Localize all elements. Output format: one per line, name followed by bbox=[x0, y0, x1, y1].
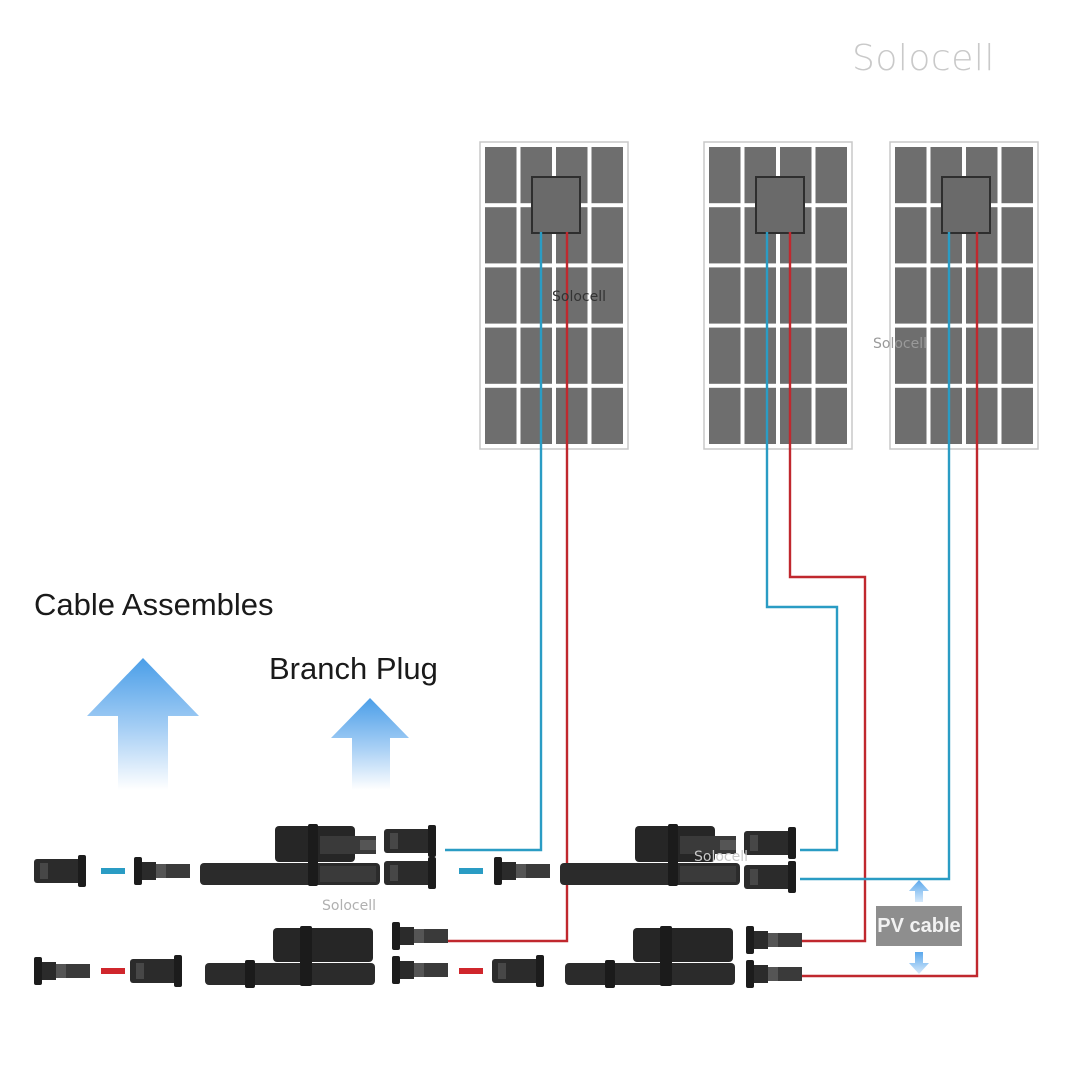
branch-plug-positive bbox=[205, 926, 375, 988]
solar-cell bbox=[815, 267, 847, 324]
solar-cell bbox=[709, 327, 741, 384]
solar-cell bbox=[556, 327, 588, 384]
male-connector bbox=[746, 926, 802, 954]
connectors-positive-row bbox=[34, 922, 802, 988]
junction-box bbox=[755, 176, 805, 234]
solar-panel bbox=[703, 141, 853, 450]
solar-cell bbox=[744, 387, 776, 444]
solar-cell bbox=[895, 147, 927, 204]
pv-cable-up-arrow-icon bbox=[909, 880, 929, 902]
panel3-negative-wire bbox=[800, 232, 951, 881]
branch-plug-negative bbox=[560, 824, 740, 886]
pv-cable-down-arrow-icon bbox=[909, 952, 929, 974]
brand-logo: Solocell bbox=[852, 38, 995, 79]
solar-cell bbox=[780, 267, 812, 324]
male-connector bbox=[746, 960, 802, 988]
solar-cell bbox=[744, 327, 776, 384]
solar-cell bbox=[485, 207, 517, 264]
positive-dash bbox=[459, 968, 483, 974]
solar-cell bbox=[520, 267, 552, 324]
solar-cell bbox=[780, 327, 812, 384]
male-connector bbox=[34, 957, 90, 985]
solar-cell bbox=[556, 267, 588, 324]
solar-cell bbox=[485, 387, 517, 444]
solar-cell bbox=[709, 267, 741, 324]
female-connector bbox=[492, 955, 544, 987]
branch-plug-label: Branch Plug bbox=[269, 651, 438, 686]
positive-dash bbox=[101, 968, 125, 974]
connectors-negative-row bbox=[34, 824, 796, 893]
solar-cell bbox=[520, 387, 552, 444]
female-connector bbox=[744, 827, 796, 859]
male-connector bbox=[134, 857, 190, 885]
panel2-positive-wire bbox=[788, 232, 867, 943]
solar-cell bbox=[485, 267, 517, 324]
solar-cell bbox=[520, 327, 552, 384]
solar-cell bbox=[895, 267, 927, 324]
branch-plug-negative bbox=[200, 824, 380, 886]
female-connector bbox=[34, 855, 86, 887]
negative-dash bbox=[101, 868, 125, 874]
branch-plug-positive bbox=[565, 926, 735, 988]
junction-box bbox=[531, 176, 581, 234]
solar-cell bbox=[1001, 147, 1033, 204]
female-connector bbox=[384, 857, 436, 889]
solar-cell bbox=[815, 207, 847, 264]
solar-cell bbox=[591, 267, 623, 324]
solar-cell bbox=[709, 147, 741, 204]
solar-cell bbox=[895, 327, 927, 384]
solar-cell bbox=[966, 327, 998, 384]
solar-cell bbox=[591, 147, 623, 204]
cable-assembles-label: Cable Assembles bbox=[34, 587, 274, 622]
cable-assembles-arrow-icon bbox=[87, 658, 199, 790]
female-connector bbox=[130, 955, 182, 987]
pv-cable-label: PV cable bbox=[876, 906, 962, 946]
solar-cell bbox=[966, 387, 998, 444]
solar-cell bbox=[485, 327, 517, 384]
negative-dash bbox=[459, 868, 483, 874]
panel1-positive-wire bbox=[445, 232, 569, 943]
solar-cell bbox=[556, 387, 588, 444]
solar-cell bbox=[1001, 387, 1033, 444]
solar-cell bbox=[815, 327, 847, 384]
solar-cell bbox=[1001, 207, 1033, 264]
female-connector bbox=[744, 861, 796, 893]
watermark: Solocell bbox=[552, 289, 606, 305]
solar-cell bbox=[591, 387, 623, 444]
solar-cell bbox=[895, 207, 927, 264]
male-connector bbox=[392, 956, 448, 984]
solar-cell bbox=[1001, 267, 1033, 324]
solar-cell bbox=[930, 327, 962, 384]
solar-cell bbox=[744, 267, 776, 324]
solar-cell bbox=[815, 387, 847, 444]
male-connector bbox=[494, 857, 550, 885]
junction-box bbox=[941, 176, 991, 234]
solar-cell bbox=[1001, 327, 1033, 384]
solar-cell bbox=[815, 147, 847, 204]
panel2-negative-wire bbox=[765, 232, 839, 852]
female-connector bbox=[384, 825, 436, 857]
watermark: Solocell bbox=[873, 336, 927, 352]
watermark: Solocell bbox=[694, 849, 748, 865]
solar-cell bbox=[930, 387, 962, 444]
male-connector bbox=[392, 922, 448, 950]
panel1-negative-wire bbox=[445, 232, 543, 852]
watermark: Solocell bbox=[322, 898, 376, 914]
solar-panel bbox=[479, 141, 629, 450]
solar-panel bbox=[889, 141, 1039, 450]
solar-cell bbox=[895, 387, 927, 444]
solar-cell bbox=[930, 267, 962, 324]
branch-plug-arrow-icon bbox=[331, 698, 409, 790]
solar-cell bbox=[591, 327, 623, 384]
solar-cell bbox=[709, 207, 741, 264]
solar-cell bbox=[591, 207, 623, 264]
solar-cell bbox=[709, 387, 741, 444]
panel3-positive-wire bbox=[800, 232, 979, 978]
solar-cell bbox=[966, 267, 998, 324]
solar-cell bbox=[485, 147, 517, 204]
solar-cell bbox=[780, 387, 812, 444]
